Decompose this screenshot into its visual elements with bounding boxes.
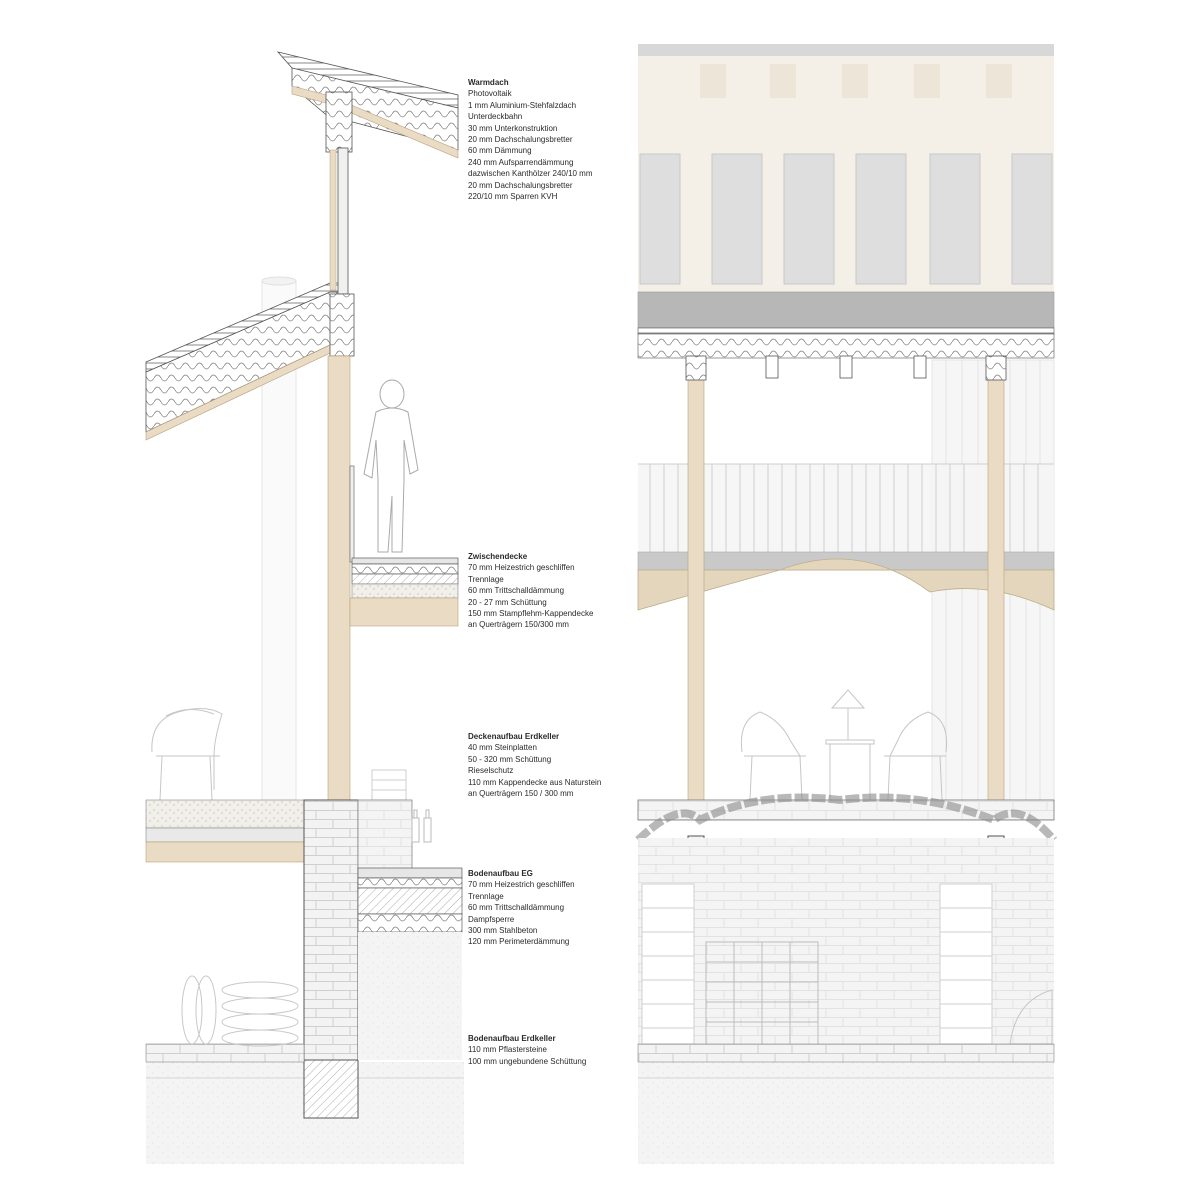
annotation-line: 70 mm Heizestrich geschliffen — [468, 563, 575, 573]
annotation-line: 300 mm Stahlbeton — [468, 926, 538, 936]
annotation-line: 150 mm Stampflehm-Kappendecke — [468, 609, 594, 619]
annotation-warmdach: Warmdach Photovoltaik 1 mm Aluminium-Ste… — [468, 77, 593, 202]
annotation-title: Warmdach — [468, 78, 509, 87]
annotation-line: Trennlage — [468, 574, 504, 584]
leaning-board — [1009, 989, 1053, 1045]
annotation-zwischendecke: Zwischendecke 70 mm Heizestrich geschlif… — [468, 551, 593, 631]
annotation-line: 110 mm Kappendecke aus Naturstein — [468, 777, 602, 787]
annotation-line: 30 mm Unterkonstruktion — [468, 123, 558, 133]
elevation-right — [635, 44, 1058, 1164]
ground-soil-right — [638, 1062, 1054, 1164]
annotation-line: Dampfsperre — [468, 914, 515, 924]
clerestory-post — [325, 91, 353, 153]
annotation-line: an Querträgern 150/300 mm — [468, 620, 569, 630]
upper-roof — [276, 51, 459, 159]
ground-floor-slab-left — [145, 799, 305, 863]
clerestory-windows — [639, 153, 1053, 285]
bench — [371, 769, 407, 801]
person-silhouette — [363, 379, 419, 553]
annotation-title: Zwischendecke — [468, 552, 528, 561]
annotation-line: 120 mm Perimeterdämmung — [468, 937, 570, 947]
annotation-line: 60 mm Trittschalldämmung — [468, 903, 565, 913]
annotation-line: 110 mm Pflastersteine — [468, 1045, 547, 1055]
sacks — [181, 975, 299, 1047]
lower-roof — [145, 282, 346, 441]
annotation-line: 100 mm ungebundene Schüttung — [468, 1056, 587, 1066]
intermediate-floor — [349, 465, 459, 627]
gallery-balustrade — [637, 463, 1055, 571]
annotation-line: 40 mm Steinplatten — [468, 743, 537, 753]
roof-fascia — [638, 44, 1054, 56]
annotation-line: an Querträgern 150 / 300 mm — [468, 789, 574, 799]
annotation-line: 60 mm Trittschalldämmung — [468, 586, 565, 596]
lounge-furniture — [740, 689, 948, 801]
annotation-line: 20 mm Dachschalungsbretter — [468, 180, 573, 190]
ground-floor-buildup — [357, 867, 463, 1060]
basement-paving-right — [637, 1043, 1055, 1063]
annotation-deckenaufbau-erdkeller: Deckenaufbau Erdkeller 40 mm Steinplatte… — [468, 731, 601, 799]
annotation-line: Rieselschutz — [468, 766, 514, 776]
annotation-line: 20 mm Dachschalungsbretter — [468, 135, 573, 145]
annotation-title: Bodenaufbau EG — [468, 869, 533, 878]
annotation-line: dazwischen Kanthölzer 240/10 mm — [468, 169, 593, 179]
annotation-bodenaufbau-erdkeller: Bodenaufbau Erdkeller 110 mm Pflasterste… — [468, 1033, 586, 1067]
storage-shelves — [641, 883, 993, 1045]
annotation-line: Unterdeckbahn — [468, 112, 523, 122]
armchair-left — [151, 708, 223, 801]
annotation-line: 1 mm Aluminium-Stehfalzdach — [468, 100, 577, 110]
wine-crates — [705, 941, 819, 1047]
annotation-line: 220/10 mm Sparren KVH — [468, 192, 558, 202]
annotation-title: Deckenaufbau Erdkeller — [468, 732, 560, 741]
section-left — [145, 51, 464, 1164]
roof-rafters — [700, 64, 1012, 98]
annotation-line: 20 - 27 mm Schüttung — [468, 597, 547, 607]
annotation-line: Trennlage — [468, 891, 504, 901]
bottles — [411, 809, 432, 843]
stone-vault-arch — [635, 793, 1058, 843]
lower-roof-edge — [637, 291, 1055, 329]
annotation-line: 70 mm Heizestrich geschliffen — [468, 880, 575, 890]
annotation-title: Bodenaufbau Erdkeller — [468, 1034, 556, 1043]
annotation-line: 240 mm Aufsparrendämmung — [468, 157, 574, 167]
annotation-line: 50 - 320 mm Schüttung — [468, 754, 552, 764]
timber-column — [327, 355, 351, 803]
clerestory-window — [337, 147, 349, 295]
annotation-line: Photovoltaik — [468, 89, 512, 99]
basement-paving-left — [145, 1043, 305, 1063]
annotation-bodenaufbau-eg: Bodenaufbau EG 70 mm Heizestrich geschli… — [468, 868, 575, 948]
annotation-line: 60 mm Dämmung — [468, 146, 532, 156]
